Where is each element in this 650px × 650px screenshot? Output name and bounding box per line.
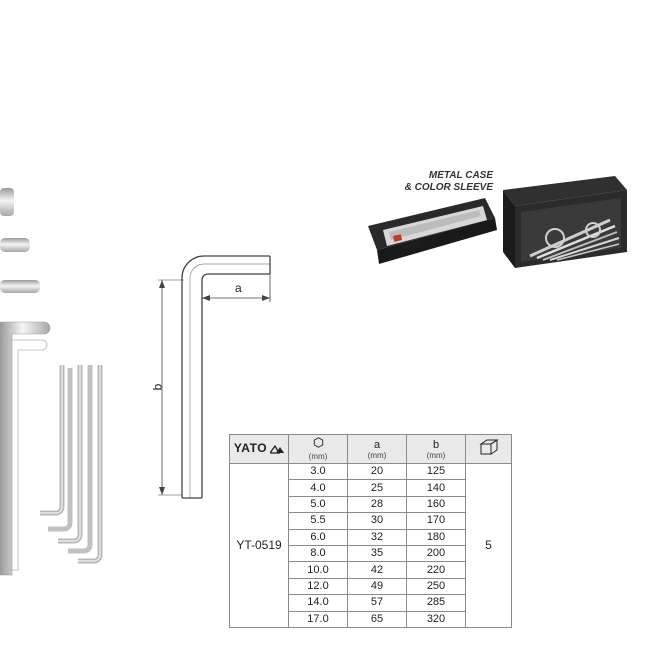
hex-value-cell: 14.0 <box>288 594 348 612</box>
spec-table: YATO (mm) a (mm) b (mm) <box>229 434 512 628</box>
hex-size-header-cell: (mm) <box>288 434 348 464</box>
a-value-cell: 20 <box>347 462 407 481</box>
spec-table-header-row: YATO (mm) a (mm) b (mm) <box>229 434 512 464</box>
hex-value-cell: 3.0 <box>288 462 348 481</box>
a-value-cell: 32 <box>347 528 407 546</box>
box-icon <box>478 439 499 455</box>
case-callout-line2: & COLOR SLEEVE <box>404 182 493 193</box>
a-value-cell: 30 <box>347 512 407 530</box>
hex-value-cell: 12.0 <box>288 577 348 596</box>
hex-value-cell: 8.0 <box>288 544 348 563</box>
sleeve-brand-text: YATO <box>402 241 422 252</box>
hex-key-dimension-diagram <box>158 255 271 499</box>
a-header-unit: (mm) <box>367 450 387 460</box>
hex-value-cell: 6.0 <box>288 528 348 546</box>
b-value-cell: 170 <box>406 512 466 530</box>
hex-value-cell: 4.0 <box>288 479 348 497</box>
dimension-b-label: b <box>150 383 165 391</box>
dimension-a-label: a <box>235 281 242 295</box>
b-header-unit: (mm) <box>426 450 446 460</box>
quantity-header-cell <box>465 434 512 464</box>
case-callout-line1: METAL CASE <box>428 170 493 181</box>
b-value-cell: 200 <box>406 544 466 563</box>
case-and-sleeve-photo: YATO <box>368 176 627 268</box>
a-value-cell: 25 <box>347 479 407 497</box>
hexagon-icon <box>313 437 323 448</box>
brand-logo-text: YATO <box>233 441 268 455</box>
case-callout: METAL CASE & COLOR SLEEVE <box>393 170 493 194</box>
a-value-cell: 65 <box>347 610 407 628</box>
hex-value-cell: 10.0 <box>288 561 348 579</box>
b-value-cell: 220 <box>406 561 466 579</box>
brand-logo-icon <box>268 444 285 454</box>
a-header-label: a <box>373 438 381 451</box>
quantity-cell: 5 <box>465 463 512 628</box>
hex-size-unit: (mm) <box>308 452 328 461</box>
hex-keys-photo <box>0 188 103 576</box>
b-value-cell: 285 <box>406 594 466 612</box>
b-header-label: b <box>432 438 440 451</box>
b-value-cell: 125 <box>406 462 466 481</box>
hex-value-cell: 17.0 <box>288 610 348 628</box>
b-value-cell: 140 <box>406 479 466 497</box>
b-header-cell: b (mm) <box>406 434 466 464</box>
b-value-cell: 160 <box>406 495 466 514</box>
a-value-cell: 35 <box>347 544 407 563</box>
a-value-cell: 57 <box>347 594 407 612</box>
a-value-cell: 28 <box>347 495 407 514</box>
b-value-cell: 320 <box>406 610 466 628</box>
b-value-cell: 180 <box>406 528 466 546</box>
b-value-cell: 250 <box>406 577 466 596</box>
a-value-cell: 42 <box>347 561 407 579</box>
model-cell: YT-0519 <box>229 463 289 628</box>
hex-value-cell: 5.0 <box>288 495 348 514</box>
brand-header-cell: YATO <box>229 434 289 464</box>
hex-value-cell: 5.5 <box>288 512 348 530</box>
a-value-cell: 49 <box>347 577 407 596</box>
a-header-cell: a (mm) <box>347 434 407 464</box>
